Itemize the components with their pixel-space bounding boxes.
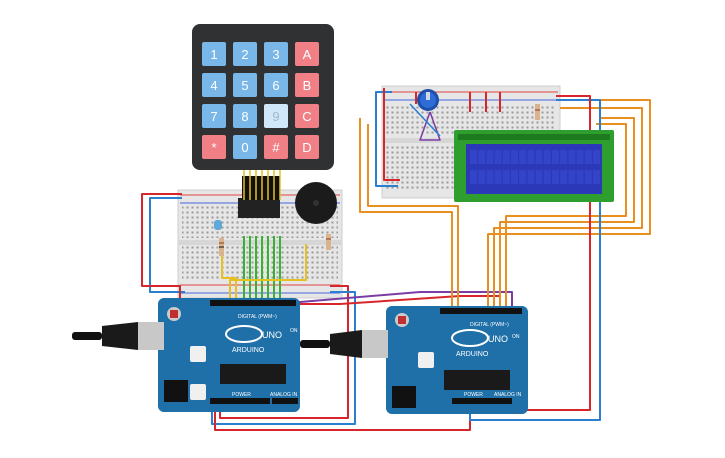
lcd-cell (494, 150, 502, 164)
keypad-key-12[interactable]: * (202, 135, 226, 159)
lcd-cell (593, 150, 600, 164)
arduino-left-model: UNO (262, 330, 282, 340)
lcd-cell (519, 170, 527, 184)
usb-cable-right[interactable] (300, 330, 388, 358)
lcd-cell (486, 150, 494, 164)
lcd-cell (568, 150, 576, 164)
keypad-ribbon (243, 170, 281, 200)
arduino-left: ARDUINO UNO DIGITAL (PWM~) POWER ANALOG … (158, 298, 300, 412)
arduino-left-digital-label: DIGITAL (PWM~) (238, 314, 277, 320)
wire-red-left-loop[interactable] (141, 193, 182, 300)
wire-blue-left-loop[interactable] (149, 197, 185, 293)
arduino-right: ARDUINO UNO DIGITAL (PWM~) POWER ANALOG … (386, 306, 528, 414)
lcd-cell (502, 170, 510, 184)
arduino-left-brand: ARDUINO (232, 347, 265, 354)
arduino-right-power-label: POWER (464, 392, 483, 398)
lcd-cell (560, 170, 568, 184)
lcd-cell (552, 150, 559, 164)
keypad-key-3[interactable]: A (295, 42, 319, 66)
keypad-key-9[interactable]: 8 (233, 104, 257, 128)
lcd-cell (511, 150, 518, 164)
lcd-cell (543, 150, 551, 164)
wire-red-right-top[interactable] (383, 88, 400, 181)
resistor-left (219, 238, 224, 256)
lcd-cell (527, 150, 535, 164)
lcd-cell (519, 150, 527, 164)
keypad-key-0[interactable]: 1 (202, 42, 226, 66)
arduino-right-digital-label: DIGITAL (PWM~) (470, 322, 509, 328)
arduino-left-on-label: ON (290, 328, 298, 334)
keypad-key-5[interactable]: 5 (233, 73, 257, 97)
lcd-cell (584, 170, 592, 184)
wire-blue-right-long[interactable] (469, 99, 601, 421)
lcd-cell (527, 170, 535, 184)
lcd-cell (470, 150, 477, 164)
keypad-key-4[interactable]: 4 (202, 73, 226, 97)
arduino-right-analog-label: ANALOG IN (494, 392, 522, 398)
arduino-left-analog-label: ANALOG IN (270, 392, 298, 398)
keypad-key-6[interactable]: 6 (264, 73, 288, 97)
arduino-right-model: UNO (488, 334, 508, 344)
keypad-key-10[interactable]: 9 (264, 104, 288, 128)
lcd-cell (584, 150, 592, 164)
wire-yellow-buzzer[interactable] (229, 244, 307, 302)
keypad-key-14[interactable]: # (264, 135, 288, 159)
lcd-cell (478, 150, 486, 164)
lcd-cell (543, 170, 551, 184)
wire-red-right-long[interactable] (480, 95, 591, 411)
resistor-right (326, 234, 331, 250)
resistor-lcd (535, 104, 540, 120)
lcd-cell (535, 170, 543, 184)
buzzer[interactable] (295, 182, 337, 224)
wire-blue-right-bb-loop[interactable] (211, 291, 356, 425)
lcd-cell (535, 150, 543, 164)
keypad-key-2[interactable]: 3 (264, 42, 288, 66)
lcd-display (454, 130, 614, 202)
keypad-key-13[interactable]: 0 (233, 135, 257, 159)
lcd-cell (560, 150, 568, 164)
lcd-cell (552, 170, 559, 184)
arduino-left-power-label: POWER (232, 392, 251, 398)
keypad-key-11[interactable]: C (295, 104, 319, 128)
keypad-key-7[interactable]: B (295, 73, 319, 97)
keypad-key-1[interactable]: 2 (233, 42, 257, 66)
wire-yellow-led[interactable] (221, 256, 237, 302)
wire-keypad-bus (243, 236, 281, 302)
potentiometer[interactable] (417, 89, 439, 111)
lcd-cell (502, 150, 510, 164)
lcd-cell (576, 170, 584, 184)
arduino-right-on-label: ON (512, 334, 520, 340)
lcd-cell (593, 170, 600, 184)
usb-cable-left[interactable] (72, 322, 164, 350)
led-left (214, 220, 222, 230)
wire-lcd-bus (359, 99, 651, 310)
lcd-cell (470, 170, 477, 184)
lcd-cell (478, 170, 486, 184)
keypad-key-15[interactable]: D (295, 135, 319, 159)
keypad-key-8[interactable]: 7 (202, 104, 226, 128)
arduino-right-brand: ARDUINO (456, 351, 489, 358)
lcd-cell (494, 170, 502, 184)
lcd-cell (511, 170, 518, 184)
lcd-cell (568, 170, 576, 184)
lcd-cell (576, 150, 584, 164)
lcd-cell (486, 170, 494, 184)
